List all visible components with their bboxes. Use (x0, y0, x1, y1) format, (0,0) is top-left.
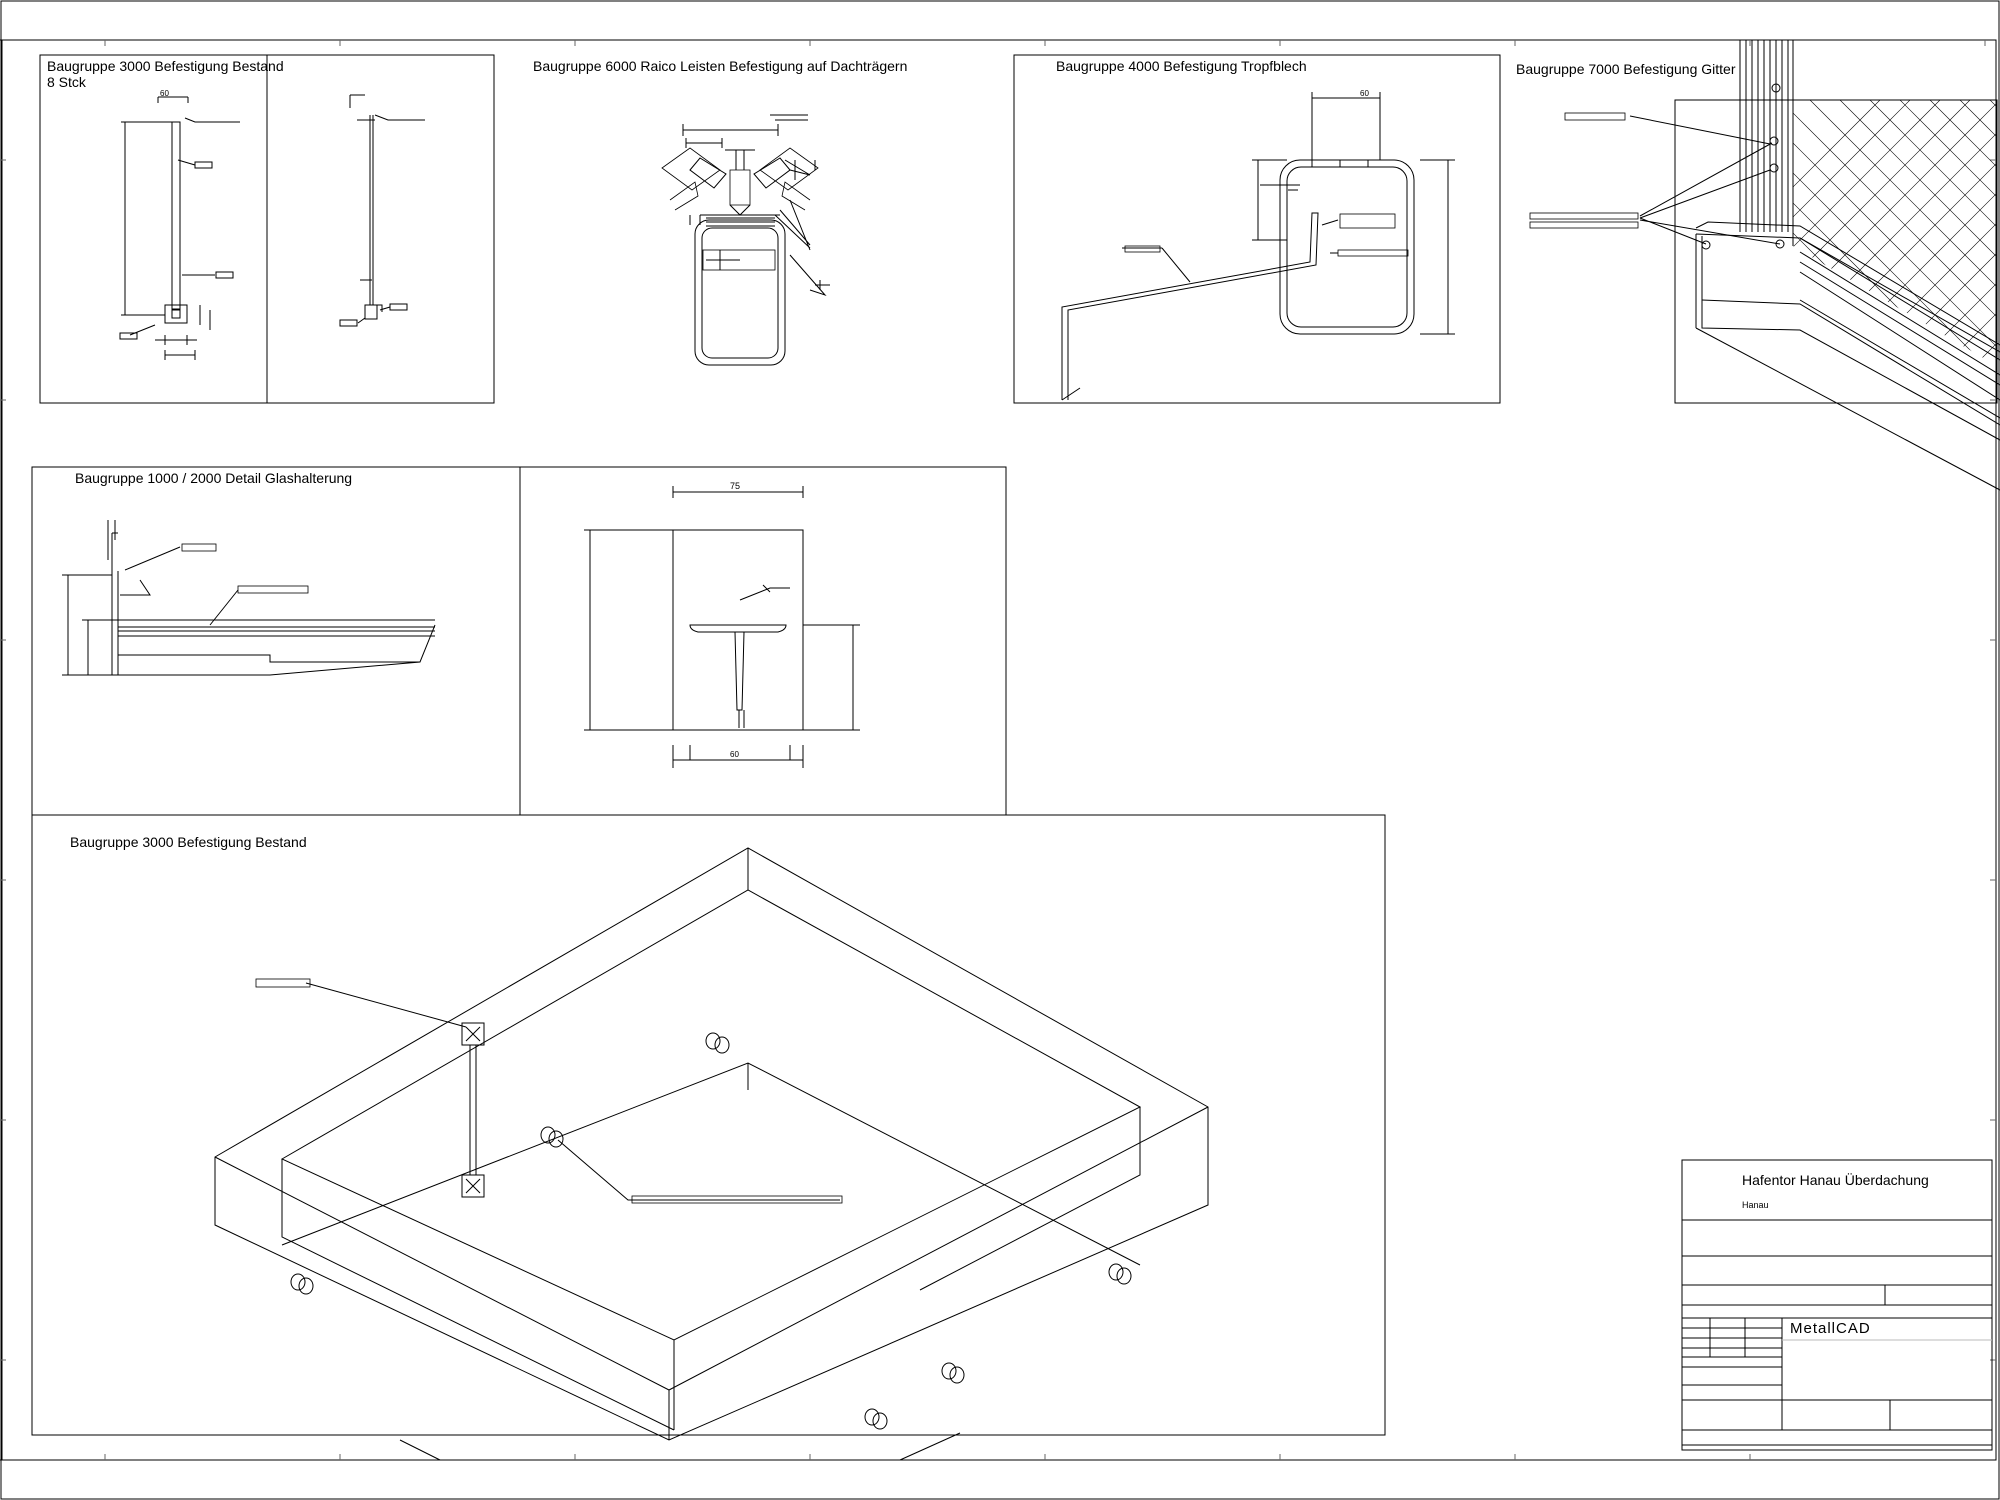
view-glashalterung (31, 466, 521, 816)
view-subtitle-quantity: 8 Stck (47, 74, 86, 90)
view-3000-iso (31, 814, 1386, 1461)
view-t-profile (519, 466, 1007, 816)
view-3000-detail (39, 54, 495, 404)
dimension-label-top: 60 (1360, 89, 1369, 98)
title-block-brand: MetallCAD (1790, 1320, 1871, 1337)
view-title-4000-tropfblech: Baugruppe 4000 Befestigung Tropfblech (1056, 58, 1307, 74)
view-6000-raico (661, 114, 830, 366)
iso-anchor-bolts (290, 1032, 1132, 1430)
dimension-label: 60 (160, 89, 169, 98)
title-block-location: Hanau (1742, 1200, 1769, 1210)
view-title-3000-iso: Baugruppe 3000 Befestigung Bestand (70, 834, 307, 850)
view-title-glashalterung: Baugruppe 1000 / 2000 Detail Glashalteru… (75, 470, 353, 486)
view-4000-tropfblech (1013, 54, 1501, 404)
view-title-3000-detail: Baugruppe 3000 Befestigung Bestand (47, 58, 284, 74)
title-block (1681, 1159, 1993, 1451)
dimension-label-width: 75 (730, 481, 741, 491)
title-block-project: Hafentor Hanau Überdachung (1742, 1172, 1929, 1188)
view-title-7000-gitter: Baugruppe 7000 Befestigung Gitter (1516, 61, 1736, 77)
view-title-6000-raico: Baugruppe 6000 Raico Leisten Befestigung… (533, 58, 908, 74)
dimension-label-bottom: 60 (730, 750, 739, 759)
